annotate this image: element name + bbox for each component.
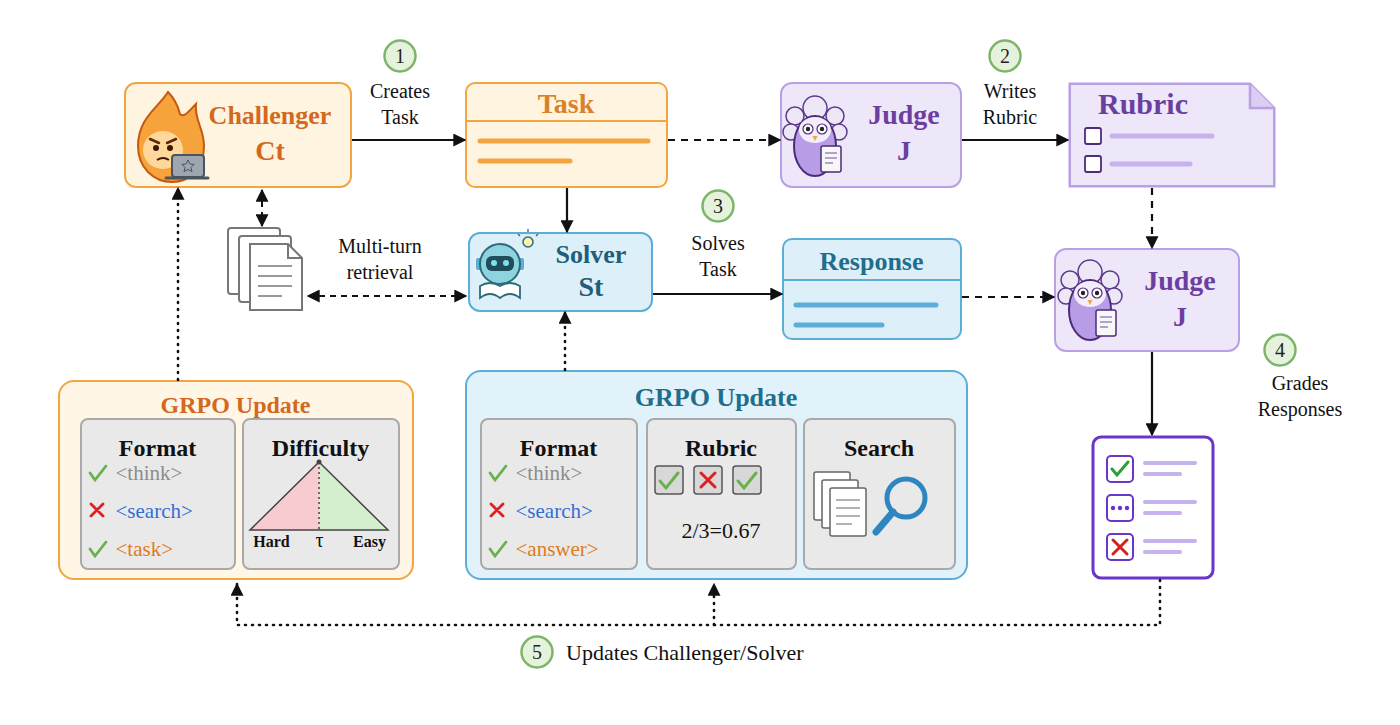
grade-sheet: [1112, 462, 1128, 475]
reward-box: DifficultyHardτEasy: [242, 418, 400, 570]
flow-arrow: [1151, 188, 1153, 248]
node-text: τ: [300, 528, 340, 552]
node-text: <search>: [116, 499, 234, 524]
step-number: 4: [1262, 332, 1298, 368]
node-title: 5: [519, 640, 555, 664]
step-number: 5: [519, 634, 555, 670]
grade-sheet: [1111, 506, 1115, 510]
flow-arrow: [177, 188, 180, 380]
node-title: Judge: [850, 98, 958, 132]
flow-arrow: [564, 312, 567, 370]
grade-sheet: [1118, 506, 1122, 510]
node-title: Difficulty: [244, 434, 398, 463]
document-stack: [228, 228, 302, 310]
node-title: 4: [1262, 338, 1298, 362]
node-text: Ct: [192, 134, 348, 168]
step-label: Writes Rubric: [968, 78, 1052, 130]
node-title: 1: [382, 44, 418, 68]
agent-box: SolverSt: [468, 232, 653, 312]
rubric-document: Rubric: [1068, 82, 1276, 188]
retrieval-arrow: [261, 190, 263, 226]
grade-sheet: [1145, 472, 1180, 476]
response-box: Response: [782, 238, 962, 340]
node-text: Hard: [246, 532, 298, 551]
document-stack: [239, 236, 291, 302]
node-text: <answer>: [516, 537, 634, 562]
reward-box: Format<think> <search> <task>: [80, 418, 236, 570]
step-number: 1: [382, 38, 418, 74]
document-fold: [1250, 84, 1274, 108]
reward-box: Rubric 2/3=0.67: [646, 418, 797, 570]
arrow-label: Multi-turn retrieval: [318, 233, 442, 285]
flow-arrow: [352, 139, 465, 141]
retrieval-arrow: [262, 190, 466, 296]
grade-sheet: [1107, 534, 1133, 560]
step-number: 3: [700, 188, 736, 224]
grade-sheet: [1145, 461, 1195, 465]
grade-sheet: [1145, 511, 1180, 515]
node-title: Judge: [1126, 264, 1234, 298]
grade-arrow: [1152, 352, 1153, 435]
node-text: J: [850, 134, 958, 168]
document-stack: [250, 244, 302, 310]
grade-sheet: [1125, 506, 1129, 510]
flow-arrow: [962, 296, 1054, 298]
node-title: Rubric: [648, 434, 795, 463]
node-title: 2: [987, 44, 1023, 68]
agent-box: ChallengerCt: [124, 82, 352, 188]
grade-arrow: [1151, 352, 1153, 435]
flow-arrow: [962, 139, 1068, 141]
feedback-line: [237, 580, 1160, 625]
document-stack: [288, 244, 302, 258]
step-label: Updates Challenger/Solver: [566, 638, 896, 667]
node-text: Easy: [344, 532, 396, 551]
node-title: Response: [784, 246, 959, 277]
node-text: <task>: [116, 537, 234, 562]
retrieval-arrow: [308, 295, 466, 297]
grade-sheet: [1093, 437, 1213, 578]
grade-sheet: [1093, 437, 1213, 578]
flow-arrow: [653, 293, 782, 295]
node-text: <think>: [516, 461, 634, 486]
node-title: GRPO Update: [60, 391, 411, 420]
node-title: Format: [82, 434, 234, 463]
node-text: 2/3=0.67: [648, 518, 795, 544]
step-number: 2: [987, 38, 1023, 74]
grade-sheet: [1145, 539, 1195, 543]
node-title: Solver: [532, 239, 650, 270]
update-panel: GRPO UpdateFormat<think> <search> <answer>…: [465, 370, 968, 580]
grade-sheet: [1107, 495, 1133, 521]
flow-arrow: [566, 188, 568, 232]
node-text: J: [1126, 300, 1234, 334]
flow-arrow: [668, 139, 780, 141]
grade-sheet: [1145, 550, 1180, 554]
feedback-line: [713, 584, 716, 625]
node-title: Format: [482, 434, 636, 463]
document-stack: [228, 228, 280, 294]
judge-box: JudgeJ: [1054, 248, 1240, 352]
node-title: Search: [805, 434, 954, 463]
task-box: Task: [465, 82, 668, 188]
step-label: Grades Responses: [1245, 370, 1355, 422]
document-stack: [258, 266, 292, 296]
grade-sheet: [1107, 456, 1133, 482]
grade-sheet: [1145, 500, 1195, 504]
node-title: 3: [700, 194, 736, 218]
feedback-line: [237, 580, 1160, 625]
grade-sheet: [1113, 540, 1127, 554]
update-panel: GRPO UpdateFormat<think> <search> <task> Di…: [58, 380, 414, 580]
node-text: <think>: [116, 461, 234, 486]
node-title: Task: [467, 87, 665, 121]
reward-box: Format<think> <search> <answer>: [480, 418, 638, 570]
step-label: Creates Task: [360, 78, 440, 130]
judge-box: JudgeJ: [780, 82, 962, 188]
step-label: Solves Task: [678, 230, 758, 282]
node-title: GRPO Update: [467, 382, 965, 413]
node-text: St: [532, 270, 650, 304]
node-title: Challenger: [192, 100, 348, 131]
node-title: Rubric: [1068, 86, 1218, 122]
node-text: <search>: [516, 499, 634, 524]
reward-box: Search: [803, 418, 956, 570]
